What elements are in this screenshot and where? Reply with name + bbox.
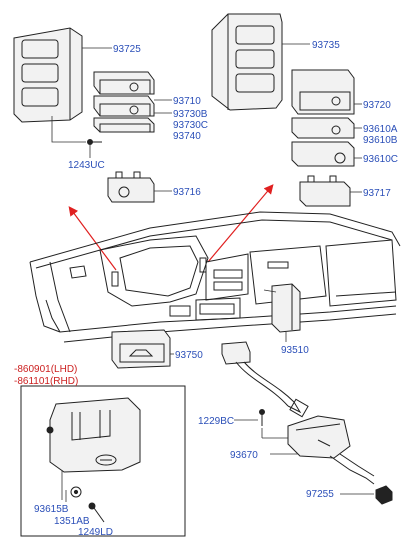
switch-93730 bbox=[93, 95, 155, 117]
switch-93717 bbox=[299, 175, 351, 207]
screw-1229bc bbox=[259, 409, 265, 426]
label-93720: 93720 bbox=[363, 100, 391, 111]
switch-93710 bbox=[93, 71, 155, 95]
dashboard bbox=[29, 211, 401, 343]
label-93710: 93710 bbox=[173, 96, 201, 107]
label-860901-lhd: -860901(LHD) bbox=[14, 364, 77, 375]
label-1243uc: 1243UC bbox=[68, 160, 105, 171]
switch-93740 bbox=[93, 117, 155, 133]
switch-93720 bbox=[291, 69, 355, 115]
label-93610c: 93610C bbox=[363, 154, 398, 165]
label-93735: 93735 bbox=[312, 40, 340, 51]
label-93750: 93750 bbox=[175, 350, 203, 361]
switch-93750 bbox=[111, 329, 171, 369]
label-93725: 93725 bbox=[113, 44, 141, 55]
label-93615b: 93615B bbox=[34, 504, 69, 515]
switch-93610c bbox=[291, 141, 355, 167]
label-97255: 97255 bbox=[306, 489, 334, 500]
label-93730b: 93730B bbox=[173, 109, 208, 120]
label-93510: 93510 bbox=[281, 345, 309, 356]
connector-93510 bbox=[263, 283, 301, 333]
label-93730c: 93730C bbox=[173, 120, 208, 131]
label-93610a: 93610A bbox=[363, 124, 398, 135]
label-93716: 93716 bbox=[173, 187, 201, 198]
screw-1243uc bbox=[87, 139, 102, 145]
label-93610b: 93610B bbox=[363, 135, 398, 146]
label-1229bc: 1229BC bbox=[198, 416, 234, 427]
wiring-harness bbox=[221, 341, 309, 418]
inset-box bbox=[20, 385, 186, 537]
switch-panel-93735 bbox=[211, 13, 283, 111]
label-861101-rhd: -861101(RHD) bbox=[14, 376, 78, 387]
switch-93610a bbox=[291, 117, 355, 139]
label-1351ab: 1351AB bbox=[54, 516, 90, 527]
switch-assembly-93670 bbox=[287, 415, 375, 485]
label-93670: 93670 bbox=[230, 450, 258, 461]
screw-1249ld bbox=[88, 502, 105, 523]
label-93740: 93740 bbox=[173, 131, 201, 142]
cap-97255 bbox=[375, 485, 393, 505]
washer-1351ab bbox=[70, 486, 82, 498]
switch-panel-93725 bbox=[13, 27, 83, 123]
label-1249ld: 1249LD bbox=[78, 527, 113, 538]
switch-93716 bbox=[107, 171, 155, 203]
bracket-93615b bbox=[46, 397, 141, 473]
label-93717: 93717 bbox=[363, 188, 391, 199]
